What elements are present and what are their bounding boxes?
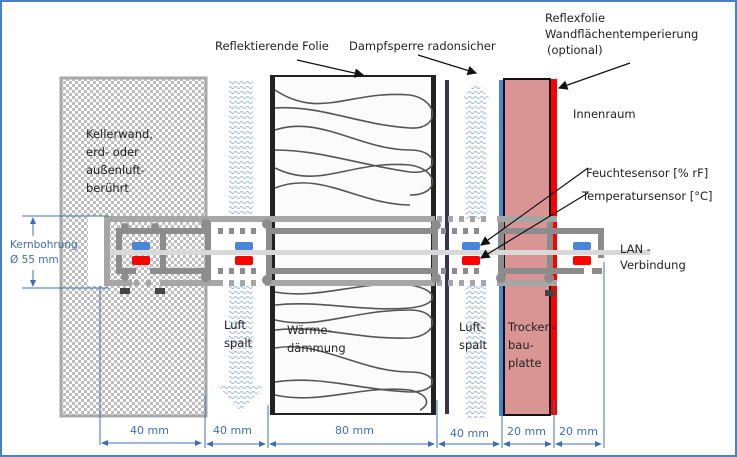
air-gap-1: [218, 79, 264, 412]
humidity-sensor: [462, 242, 480, 250]
thermal-insulation: [270, 75, 436, 415]
label-core-drill-2: Ø 55 mm: [10, 254, 59, 266]
label-interior-room: Innenraum: [573, 107, 636, 121]
reflex-foil-heating: [551, 79, 557, 415]
dim-insulation: 80 mm: [335, 424, 374, 437]
label-vapor-barrier: Dampfsperre radonsicher: [349, 39, 496, 53]
sensor-pair-4: [573, 242, 591, 265]
thickness-dimensions: [99, 262, 605, 448]
temperature-sensor: [132, 256, 150, 265]
dim-air-gap-1: 40 mm: [213, 424, 252, 437]
leader-vapor-barrier: [417, 54, 478, 76]
dim-interior-zone: 20 mm: [559, 425, 598, 438]
label-humidity-sensor: Feuchtesensor [% rF]: [586, 166, 709, 180]
dim-basement-wall: 40 mm: [130, 424, 169, 437]
air-gap-2: [462, 82, 490, 418]
vapor-barrier: [445, 80, 449, 414]
lan-cable: [110, 250, 650, 255]
label-lan-1: LAN -: [620, 242, 651, 256]
humidity-sensor: [235, 242, 253, 250]
sensor-probe: [104, 216, 604, 296]
core-drill-dimension: [22, 215, 109, 289]
leader-humidity-sensor: [480, 167, 589, 246]
leader-reflex-foil: [557, 62, 631, 90]
temperature-sensor: [573, 256, 591, 265]
leader-temperature-sensor: [479, 192, 589, 259]
label-core-drill-1: Kernbohrung: [10, 239, 78, 251]
label-reflective-foil: Reflektierende Folie: [215, 39, 329, 53]
label-temperature-sensor: Temperatursensor [°C]: [582, 189, 713, 203]
dim-drywall: 20 mm: [507, 425, 546, 438]
label-reflex-foil-2: Wandflächentemperierung: [545, 27, 699, 41]
sensor-pair-3: [462, 242, 480, 265]
sensor-pair-1: [132, 242, 150, 265]
label-lan-2: Verbindung: [620, 258, 686, 272]
label-reflex-foil-3: (optional): [547, 43, 603, 57]
sensor-pair-2: [235, 242, 253, 265]
core-drill-cutout: [88, 216, 104, 286]
dim-air-gap-2: 40 mm: [450, 427, 489, 440]
temperature-sensor: [235, 256, 253, 265]
temperature-sensor: [462, 256, 480, 265]
humidity-sensor: [132, 242, 150, 250]
leader-reflective-foil: [296, 59, 365, 78]
label-reflex-foil-1: Reflexfolie: [545, 11, 606, 25]
humidity-sensor: [573, 242, 591, 250]
